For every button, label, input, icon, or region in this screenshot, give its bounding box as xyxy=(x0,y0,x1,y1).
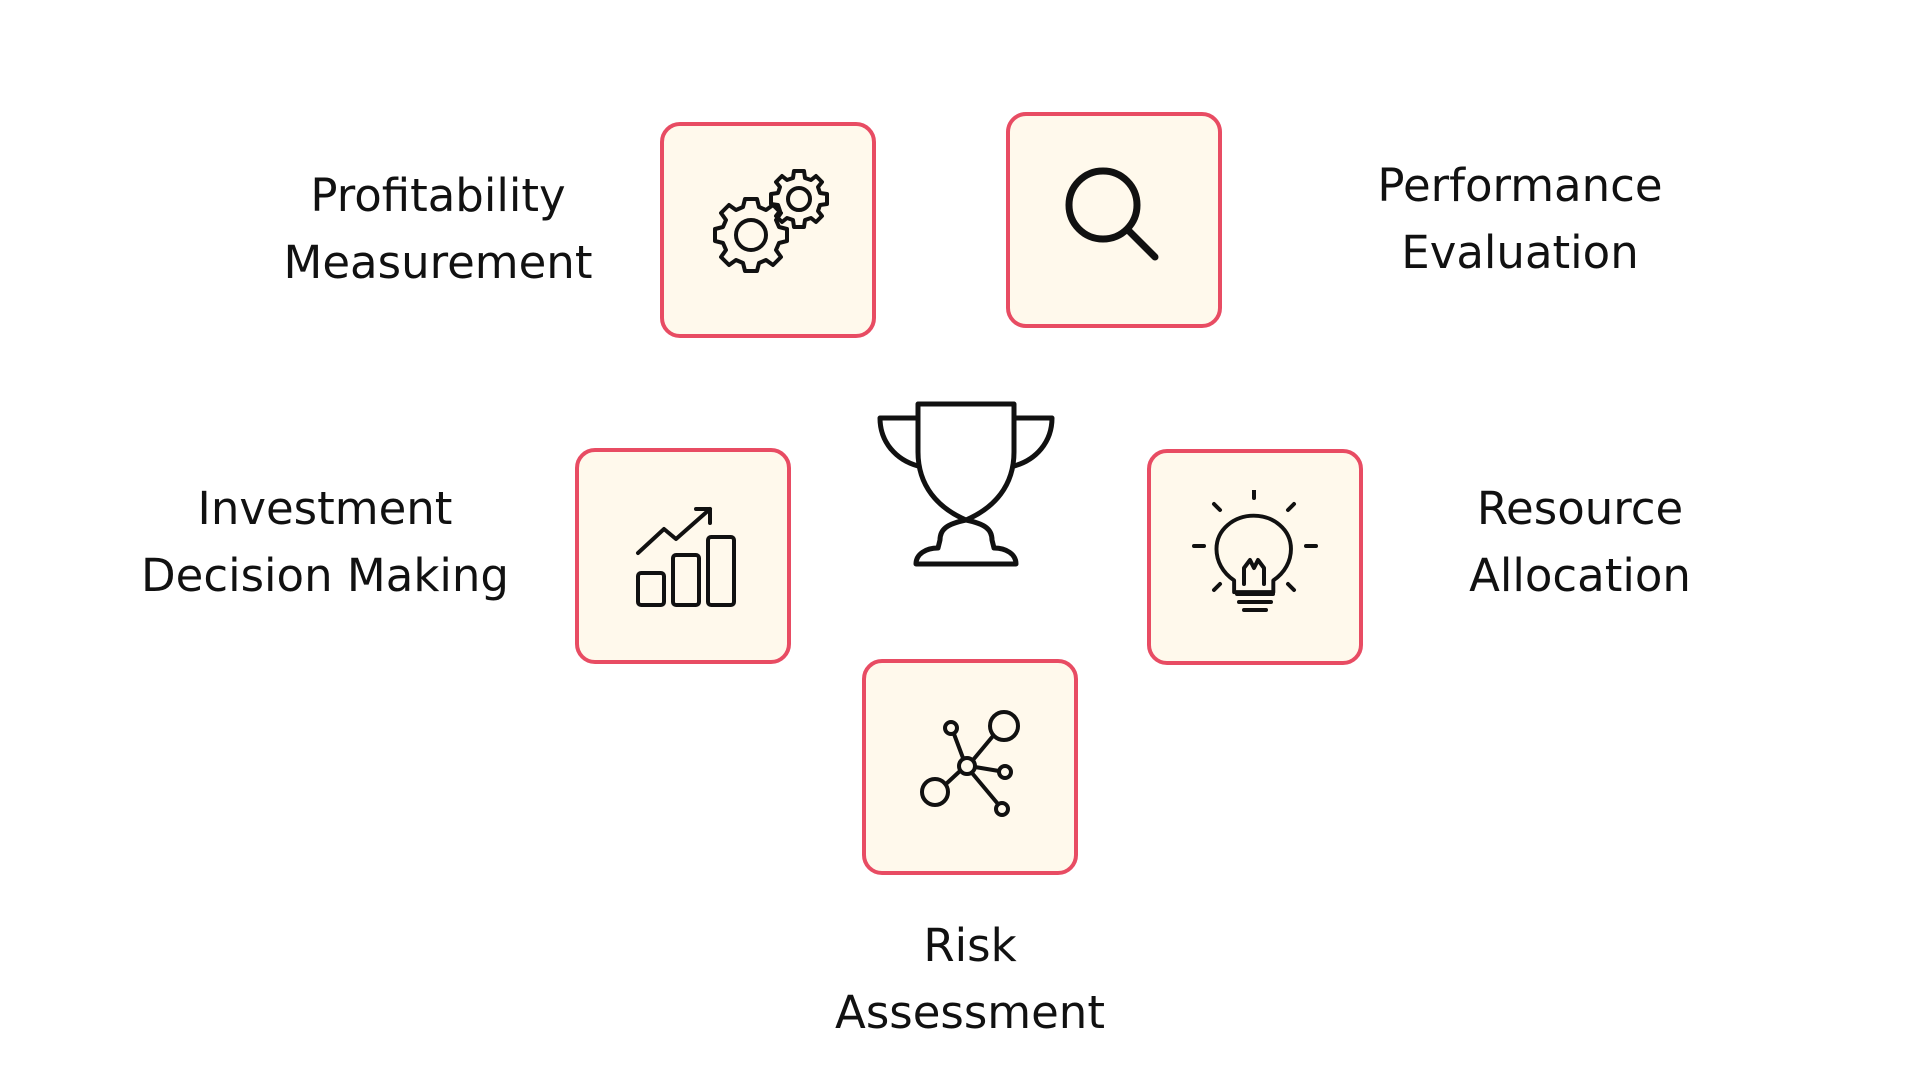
label-line: Allocation xyxy=(1469,549,1691,602)
label-line: Assessment xyxy=(835,986,1105,1039)
label-line: Risk xyxy=(923,919,1017,972)
trophy-icon xyxy=(876,398,1056,568)
label-line: Performance xyxy=(1377,159,1663,212)
label-risk: Risk Assessment xyxy=(790,912,1150,1046)
label-line: Measurement xyxy=(283,236,593,289)
label-line: Decision Making xyxy=(141,549,509,602)
label-performance: Performance Evaluation xyxy=(1320,152,1720,286)
card-profitability xyxy=(660,122,876,338)
card-risk xyxy=(862,659,1078,875)
label-investment: Investment Decision Making xyxy=(110,475,540,609)
label-resource: Resource Allocation xyxy=(1400,475,1760,609)
label-profitability: Profitability Measurement xyxy=(238,162,638,296)
label-line: Evaluation xyxy=(1401,226,1639,279)
growth-chart-icon xyxy=(618,489,748,623)
gears-icon xyxy=(703,163,833,297)
label-line: Investment xyxy=(197,482,453,535)
card-resource xyxy=(1147,449,1363,665)
lightbulb-icon xyxy=(1190,488,1320,624)
magnifier-icon xyxy=(1049,153,1179,287)
label-line: Resource xyxy=(1476,482,1684,535)
network-icon xyxy=(905,700,1035,834)
card-performance xyxy=(1006,112,1222,328)
label-line: Profitability xyxy=(310,169,566,222)
card-investment xyxy=(575,448,791,664)
